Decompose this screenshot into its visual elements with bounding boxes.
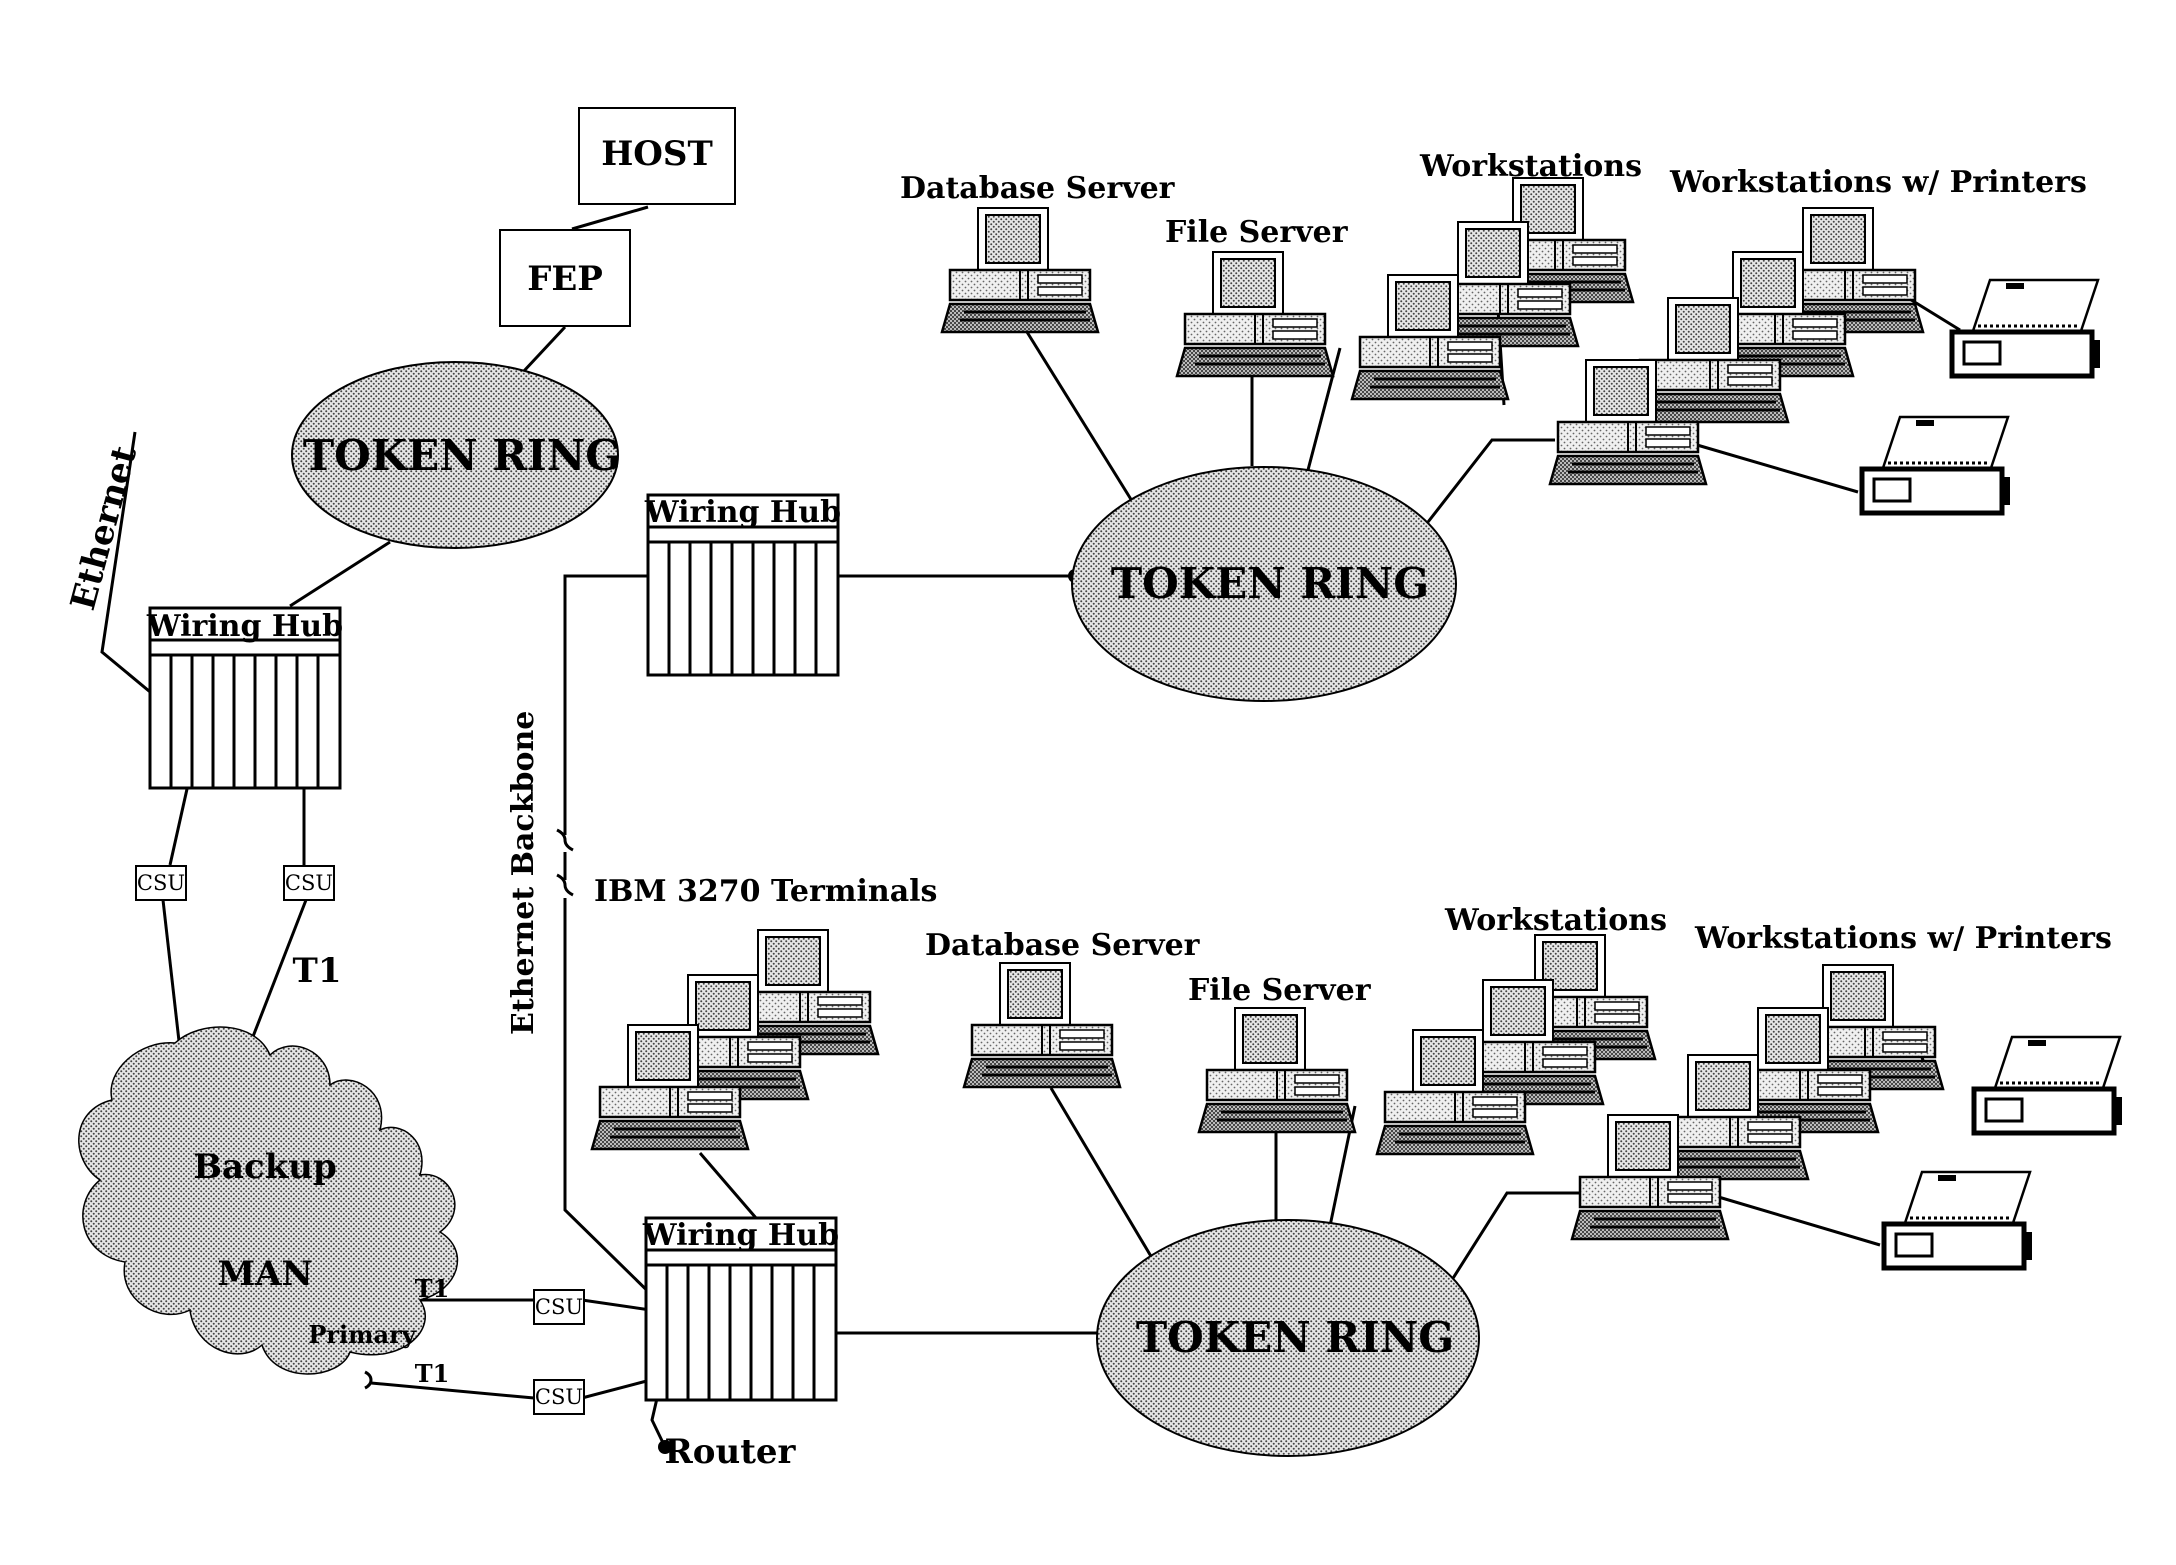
connection-lines (100, 205, 1961, 1448)
file-server-label: File Server (1188, 973, 1372, 1008)
database-server-computer (962, 961, 1122, 1089)
csu-label: CSU (535, 1295, 583, 1319)
lower-lan-labels: Database Server File Server Workstations… (925, 903, 2112, 1008)
csu-label: CSU (137, 871, 185, 895)
printer-icon (1952, 280, 2100, 376)
database-server-label: Database Server (925, 928, 1201, 963)
fep-box: FEP (499, 229, 631, 327)
database-server-computer (940, 206, 1100, 334)
printer-icon (1974, 1037, 2122, 1133)
token-ring-lower-lan: TOKEN RING (1096, 1219, 1480, 1457)
man-cloud: Backup MAN Primary T1 T1 (78, 1026, 459, 1388)
csu-box: CSU (283, 865, 335, 901)
t1-label: T1 (415, 1274, 450, 1303)
token-ring-upper-lan: TOKEN RING (1071, 466, 1457, 702)
host-label: HOST (601, 134, 713, 174)
wiring-hub-label: Wiring Hub (644, 495, 841, 530)
ethernet-backbone-label: Ethernet Backbone (506, 711, 541, 1035)
workstations-printers-label: Workstations w/ Printers (1669, 165, 2087, 200)
database-server-label: Database Server (900, 171, 1176, 206)
wiring-hub-left: Wiring Hub (146, 606, 343, 790)
t1-label: T1 (415, 1359, 450, 1388)
wiring-hub-label: Wiring Hub (146, 609, 343, 644)
csu-label: CSU (535, 1385, 583, 1409)
file-server-computer (1197, 1006, 1357, 1134)
man-label: MAN (217, 1254, 312, 1294)
ethernet-label: Ethernet (63, 441, 145, 614)
token-ring-label: TOKEN RING (1136, 1313, 1454, 1362)
token-ring-label: TOKEN RING (1111, 559, 1429, 608)
token-ring-label: TOKEN RING (303, 431, 621, 480)
csu-box: CSU (533, 1379, 585, 1415)
file-server-label: File Server (1165, 215, 1349, 250)
csu-label: CSU (285, 871, 333, 895)
ibm-3270-terminals-label: IBM 3270 Terminals (594, 874, 937, 909)
fep-label: FEP (527, 259, 603, 299)
primary-label: Primary (308, 1320, 416, 1349)
backup-label: Backup (193, 1147, 337, 1187)
host-box: HOST (578, 107, 736, 205)
token-ring-top: TOKEN RING (291, 361, 621, 549)
workstations-printers-label: Workstations w/ Printers (1694, 921, 2112, 956)
t1-label: T1 (293, 951, 342, 991)
printer-icon (1862, 417, 2010, 513)
router-label: Router (665, 1432, 797, 1472)
wiring-hub-lower: Wiring Hub (642, 1216, 839, 1402)
workstations-label: Workstations (1444, 903, 1667, 938)
printer-icon (1884, 1172, 2032, 1268)
csu-box: CSU (533, 1289, 585, 1325)
csu-box: CSU (135, 865, 187, 901)
file-server-computer (1175, 250, 1335, 378)
wiring-hub-label: Wiring Hub (642, 1218, 839, 1253)
wiring-hub-upper: Wiring Hub (644, 493, 841, 677)
